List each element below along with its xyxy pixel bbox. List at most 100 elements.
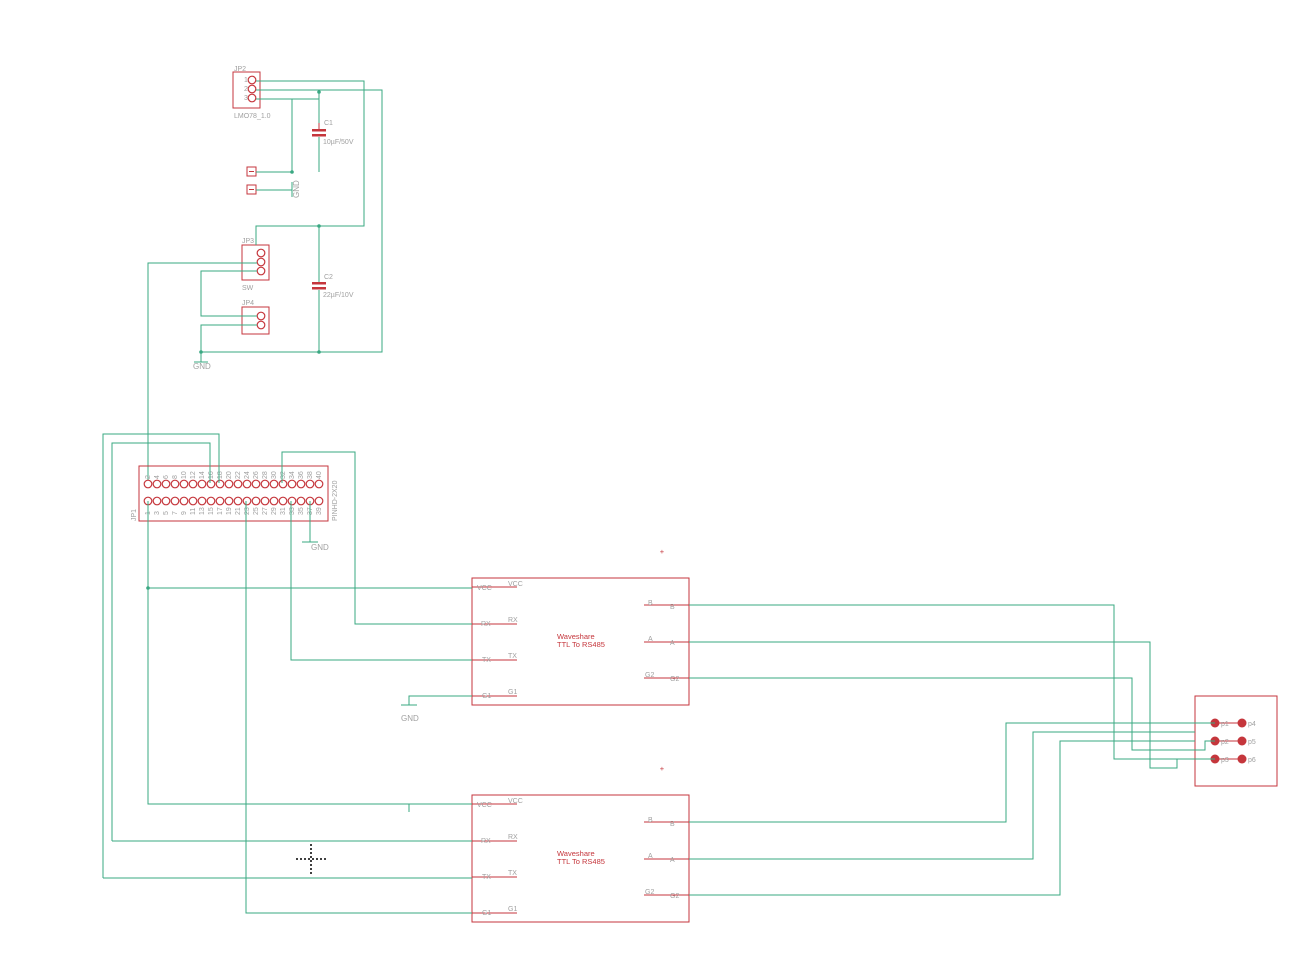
jp1-pin-label-17: 17: [217, 507, 224, 515]
jp1-pin-9[interactable]: [179, 496, 189, 506]
jp1-pin-35[interactable]: [296, 496, 306, 506]
jp1-pin-24[interactable]: [242, 479, 252, 489]
terminal-p4-label: p4: [1248, 721, 1256, 728]
c1-capacitor[interactable]: C1 10µF/50V: [312, 120, 354, 146]
jp1-pin-15[interactable]: [206, 496, 216, 506]
wire-jp3-2-to-pi[interactable]: [147, 262, 257, 483]
jp3-pin-1[interactable]: [256, 248, 266, 258]
jp1-pin-22[interactable]: [233, 479, 243, 489]
jp1-pin-8[interactable]: [170, 479, 180, 489]
wire-pi-to-module-2-tx[interactable]: [102, 433, 220, 878]
jp3-pin-3[interactable]: [256, 266, 266, 276]
jp1-pin-26[interactable]: [251, 479, 261, 489]
jp1-pin-23[interactable]: [242, 496, 252, 506]
wire-module-1-a[interactable]: [689, 641, 1178, 769]
rs485-module-2[interactable]: + Waveshare TTL To RS485 VCC VCC RX RX T…: [471, 764, 690, 923]
wire-pi-to-module-2-rx[interactable]: [111, 442, 211, 841]
wire-module-2-a[interactable]: [689, 731, 1195, 860]
jp1-pin-32[interactable]: [278, 479, 288, 489]
jp1-pin-29[interactable]: [269, 496, 279, 506]
wire-pi-to-module-1-rx[interactable]: [281, 451, 472, 625]
jp1-pin-40[interactable]: [314, 479, 324, 489]
module-2-tx-name: TX: [508, 870, 517, 877]
jp1-pin-34[interactable]: [287, 479, 297, 489]
wire-jp2-2-to-gnd[interactable]: [201, 89, 383, 353]
jp1-pin-13[interactable]: [197, 496, 207, 506]
jp2-pin-3[interactable]: [247, 93, 257, 103]
jp1-pin-25[interactable]: [251, 496, 261, 506]
wire-jp4-2-to-gnd[interactable]: [200, 324, 257, 362]
jp1-pin-label-34: 34: [289, 471, 296, 479]
jp2-pin-1[interactable]: [247, 75, 257, 85]
jp1-pin-31[interactable]: [278, 496, 288, 506]
jp1-pin-39[interactable]: [314, 496, 324, 506]
wire-pi-vcc-to-module-2[interactable]: [147, 501, 472, 805]
jp1-pin-19[interactable]: [224, 496, 234, 506]
wire-module-1-g2[interactable]: [689, 677, 1215, 751]
terminal-p2-label: p2: [1221, 739, 1229, 746]
jp1-pin-20[interactable]: [224, 479, 234, 489]
c2-name: C2: [324, 274, 333, 281]
rs485-module-1[interactable]: + Waveshare TTL To RS485 VCC VCC RX RX T…: [471, 547, 690, 706]
jp1-pin-27[interactable]: [260, 496, 270, 506]
module-2-rx-name: RX: [508, 834, 518, 841]
module-2-rx-pad: RX: [481, 838, 491, 845]
jp1-pin-3[interactable]: [152, 496, 162, 506]
jp3-switch[interactable]: JP3 SW: [241, 238, 270, 292]
jp2-connector[interactable]: 1 2 3 JP2 LMO78_1.0: [232, 66, 271, 120]
jp1-pin-label-39: 39: [316, 507, 323, 515]
junction-c2-top: [317, 224, 321, 228]
jp3-name: JP3: [242, 238, 254, 245]
c2-capacitor[interactable]: C2 22µF/10V: [312, 274, 354, 299]
jp1-pin-10[interactable]: [179, 479, 189, 489]
module-2-vcc-name: VCC: [508, 798, 523, 805]
terminal-block[interactable]: p1 p2 p3 p4 p5 p6: [1194, 695, 1278, 787]
jp1-pin-label-33: 33: [289, 507, 296, 515]
module-1-title-line2: TTL To RS485: [557, 640, 605, 649]
test-pad-2[interactable]: [246, 184, 257, 195]
wire-module-2-g2[interactable]: [689, 740, 1195, 896]
jp1-pin-4[interactable]: [152, 479, 162, 489]
jp1-pin-36[interactable]: [296, 479, 306, 489]
jp1-pin-11[interactable]: [188, 496, 198, 506]
wire-module-2-b[interactable]: [689, 722, 1215, 823]
gnd-symbol-rotated: GND: [291, 180, 301, 198]
jp1-pin-2[interactable]: [143, 479, 153, 489]
wire-module-1-g1-gnd[interactable]: [408, 695, 472, 705]
wire-pi-to-module-2-g1[interactable]: [245, 501, 472, 914]
jp1-pin-16[interactable]: [206, 479, 216, 489]
module-2-origin: +: [660, 764, 665, 773]
jp1-pin-38[interactable]: [305, 479, 315, 489]
jp1-pin-12[interactable]: [188, 479, 198, 489]
wire-jp3-3-to-jp4[interactable]: [200, 270, 257, 317]
jp4-connector[interactable]: JP4: [241, 300, 270, 335]
jp1-pin-17[interactable]: [215, 496, 225, 506]
jp1-pin-6[interactable]: [161, 479, 171, 489]
jp3-pin-2[interactable]: [256, 257, 266, 267]
jp1-pin-label-12: 12: [190, 471, 197, 479]
power-wires: [147, 80, 383, 483]
wire-jp2-1-to-jp3[interactable]: [255, 80, 365, 245]
jp4-pin-2[interactable]: [256, 320, 266, 330]
jp1-pin-label-31: 31: [280, 507, 287, 515]
wire-module-1-b[interactable]: [689, 604, 1215, 760]
jp4-pin-1[interactable]: [256, 311, 266, 321]
junction-pad1: [290, 170, 294, 174]
jp1-pin-30[interactable]: [269, 479, 279, 489]
wire-jp2-3-to-pad[interactable]: [256, 98, 293, 173]
jp1-pin-label-40: 40: [316, 471, 323, 479]
jp1-pin-7[interactable]: [170, 496, 180, 506]
jp1-pin-label-2: 2: [145, 475, 152, 479]
jp1-pin-label-16: 16: [208, 471, 215, 479]
jp1-pin-28[interactable]: [260, 479, 270, 489]
jp1-pin-18[interactable]: [215, 479, 225, 489]
jp2-pin-2[interactable]: [247, 84, 257, 94]
jp1-pin-33[interactable]: [287, 496, 297, 506]
jp1-pin-14[interactable]: [197, 479, 207, 489]
jp1-pin-5[interactable]: [161, 496, 171, 506]
jp1-pin-21[interactable]: [233, 496, 243, 506]
wire-pi-to-module-1-tx[interactable]: [290, 501, 472, 661]
test-pad-1[interactable]: [246, 166, 257, 177]
